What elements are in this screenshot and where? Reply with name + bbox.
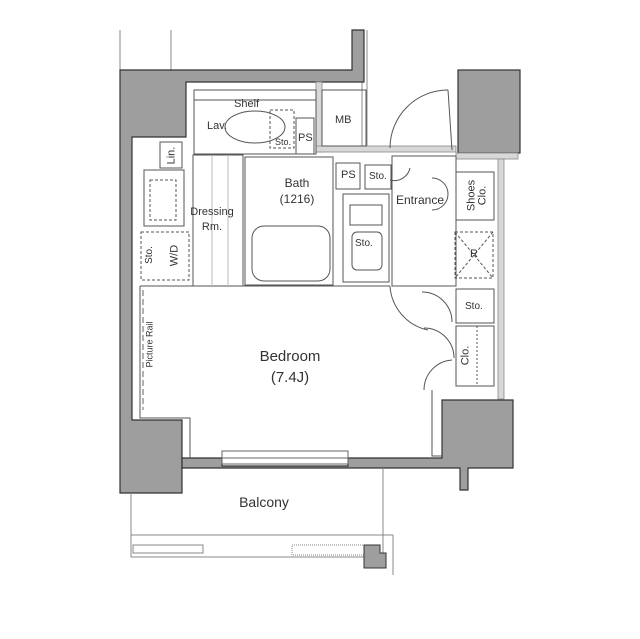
shoes-closet-label-2: Clo. (476, 185, 489, 206)
lavatory-label: Lav. (207, 120, 227, 132)
balcony-post (363, 544, 387, 569)
closet-label: Clo. (459, 345, 472, 366)
right-storage-label: Sto. (465, 301, 483, 312)
door-swings (389, 89, 455, 391)
washer-dryer-label: W/D (168, 244, 181, 267)
toilet-storage-label: Sto. (275, 137, 292, 147)
wd-storage-label: Sto. (144, 246, 155, 264)
mb-label: MB (335, 114, 352, 126)
ps-lower-label: PS (341, 169, 356, 181)
entrance-label: Entrance (396, 193, 445, 207)
bedroom-window (221, 450, 349, 465)
ps-upper-label: PS (298, 132, 313, 144)
dressing-room-label-1: Dressing (190, 206, 234, 218)
refrigerator-label: R (470, 248, 478, 260)
bath-size-label: (1216) (279, 192, 315, 206)
shelf-label: Shelf (234, 98, 260, 110)
linen-label: Lin. (165, 146, 178, 165)
bedroom-name-label: Bedroom (259, 348, 321, 365)
kitchen-storage-label: Sto. (355, 238, 373, 249)
room-lines (139, 89, 495, 458)
structural-walls (119, 29, 521, 494)
bath-name-label: Bath (284, 176, 310, 190)
balcony-lines (130, 468, 394, 575)
dressing-room-label-2: Rm. (201, 221, 223, 233)
bedroom-size-label: (7.4J) (270, 369, 310, 386)
picture-rail-label: Picture Rail (144, 321, 155, 368)
entrance-storage-label: Sto. (369, 171, 387, 182)
balcony-label: Balcony (239, 494, 289, 510)
